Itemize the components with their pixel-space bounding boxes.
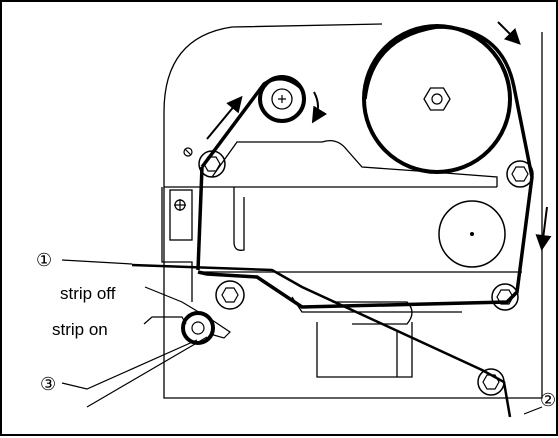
ribbon-left-run [196,166,204,271]
callout-1-label: ① [36,250,52,271]
housing-outline [163,23,543,399]
ribbon-path [197,25,534,309]
hex-nut-icon [491,283,519,311]
platen-roller [438,200,506,268]
strip-lever-arm [209,319,231,339]
liner-return-path [86,336,208,408]
callout-leader-2 [523,406,543,415]
strip-on-label: strip on [52,320,108,339]
housing-inner-step [161,186,497,302]
strip-off-leader [144,286,203,315]
print-head-body [211,139,498,187]
take-up-hub [271,88,293,110]
hex-nut-icon [477,368,505,396]
arrow-icon [535,206,552,251]
crosshair-screw-icon [174,199,186,211]
print-roller [215,280,245,310]
callout-2-label: ② [540,390,556,411]
callout-leader-3 [61,339,198,390]
label-liner-path [131,263,512,418]
hex-nut-icon [423,87,451,111]
mid-channel [202,271,522,325]
callout-3-label: ③ [40,374,56,395]
arrow-icon [497,21,521,45]
left-bracket [169,189,193,241]
callout-leader-1 [61,259,133,265]
lower-block [316,322,413,378]
ribbon-supply-roll [362,24,512,174]
head-slot [233,187,245,251]
arrow-icon [206,95,243,140]
strip-lever-roller [181,311,215,345]
strip-on-leader [143,316,187,325]
strip-off-label: strip off [60,284,116,303]
arrow-icon [311,91,328,124]
small-screw-icon [183,147,193,157]
